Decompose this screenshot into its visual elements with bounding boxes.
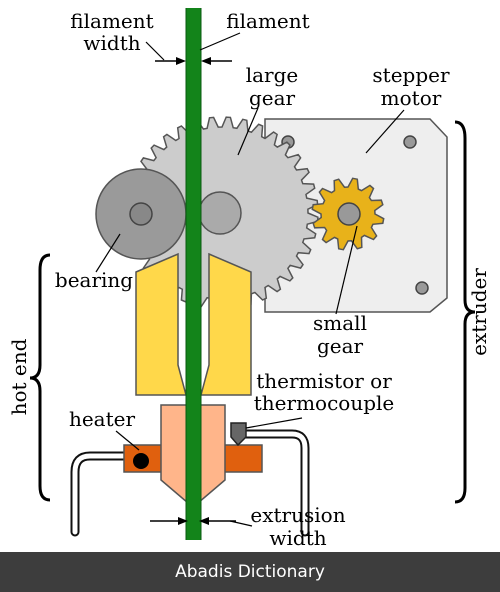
heater-wire-inner [72,453,143,535]
heater-cartridge [133,453,149,469]
filament-width-label-line1: filament [70,9,153,33]
leader-line [245,417,303,429]
extrusion-width-label-line2: width [269,526,326,550]
arrowhead [178,517,188,525]
leader-line [237,107,259,156]
stepper-motor-label-line1: stepper [372,63,450,87]
thermistor-label-line2: thermocouple [254,391,394,415]
extruder-label: extruder [467,268,491,356]
leader-line [365,109,405,154]
hot-end-brace [29,253,51,502]
bearing-inner [129,202,153,226]
motor-screw-hole [403,135,417,149]
extruder-brace [454,120,476,504]
arrowhead [176,57,186,65]
small-gear-label-line1: small [313,311,367,335]
large-gear-hub [198,191,242,235]
leader-line [199,32,241,51]
leader-line [229,520,253,527]
leader-line [335,225,358,315]
cold-end-block-right [200,252,252,396]
hot-end-label: hot end [7,338,31,415]
footer-banner: Abadis Dictionary [0,552,500,592]
stepper-motor-label-line2: motor [381,86,442,110]
large-gear-label-line1: large [246,63,299,87]
extrusion-width-label-line1: extrusion [250,503,345,527]
extruder-diagram: filament width filament large gear stepp… [7,8,491,550]
large-gear-label-line2: gear [249,86,296,110]
thermistor [230,422,247,447]
arrowhead [201,57,211,65]
motor-screw-hole [415,281,429,295]
thermistor-label-line1: thermistor or [256,369,392,393]
filament-width-label-line2: width [83,31,140,55]
arrowhead [199,517,209,525]
heater-label: heater [69,407,136,431]
small-gear-hub [337,202,361,226]
leader-line [145,41,165,61]
bearing-label: bearing [55,268,133,292]
thermistor-wire-inner [237,431,308,535]
cold-end-block-left [135,252,187,396]
leader-line [95,233,121,273]
small-gear-label-line2: gear [317,334,364,358]
filament [186,8,201,540]
footer-text: Abadis Dictionary [175,562,325,582]
leader-line [115,430,140,451]
filament-label: filament [226,9,309,33]
